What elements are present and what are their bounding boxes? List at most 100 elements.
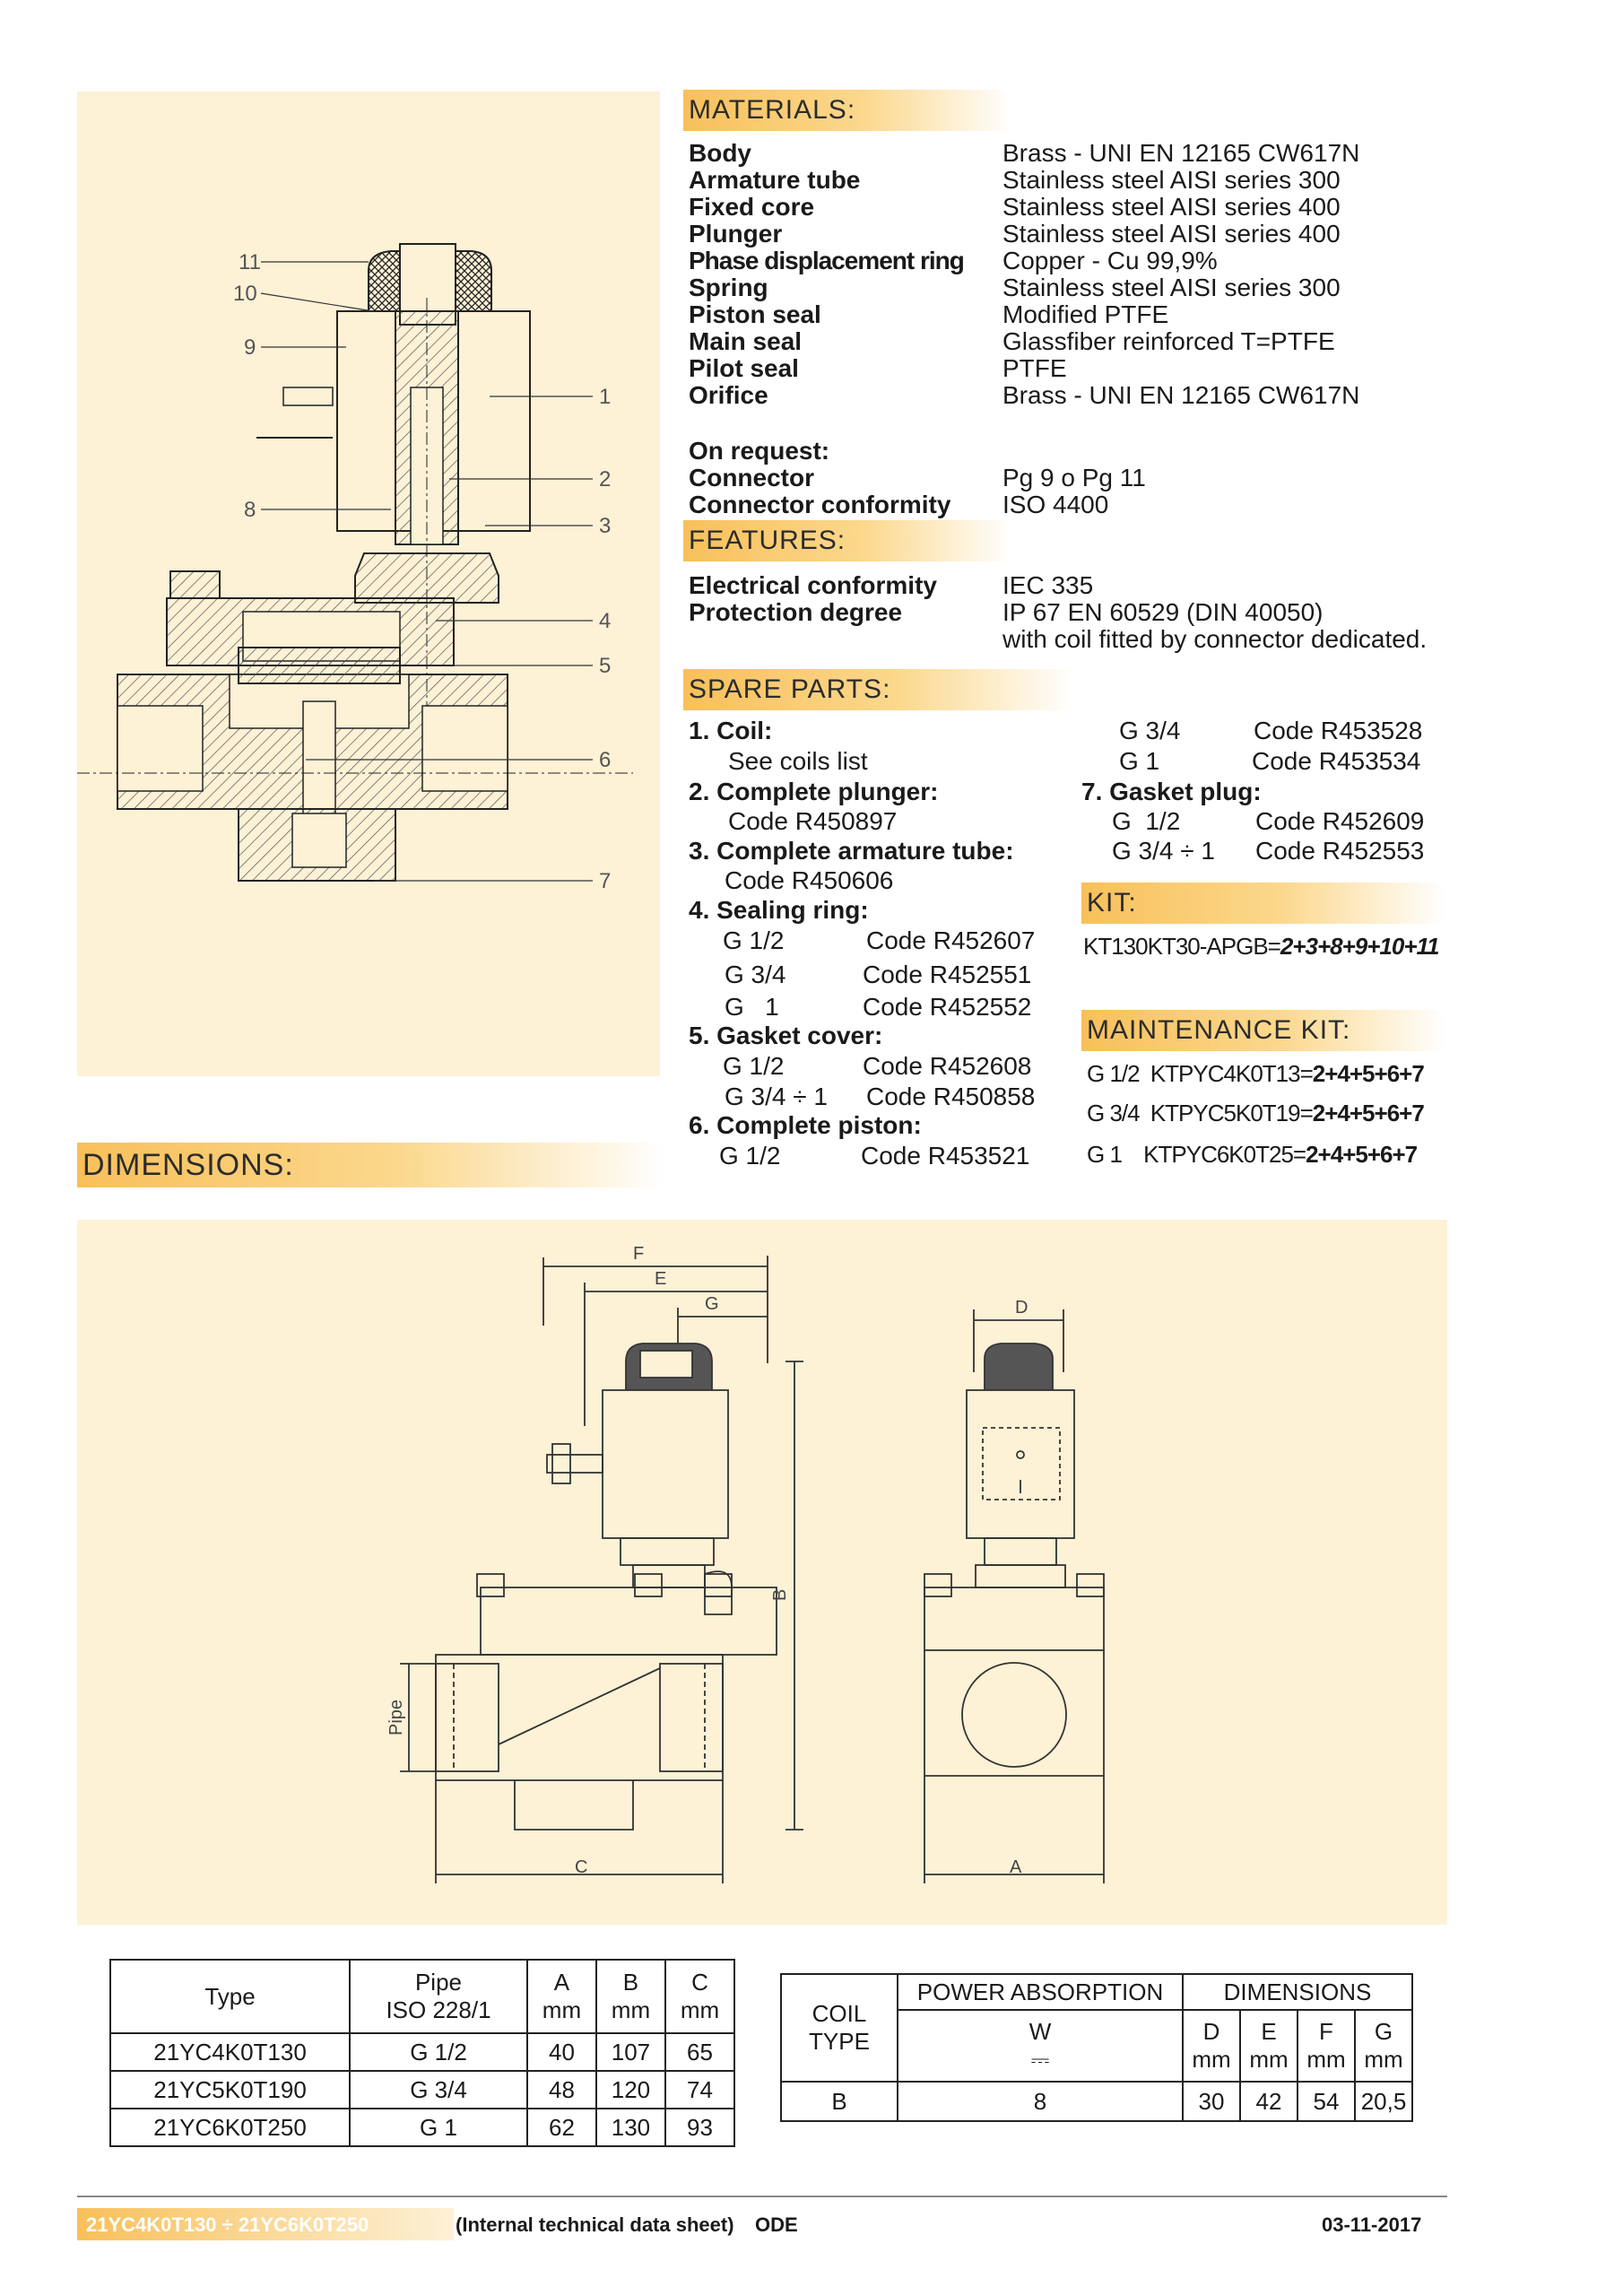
material-label: Piston seal <box>689 300 821 328</box>
footer-note: (Internal technical data sheet) <box>456 2213 734 2236</box>
footer-accent <box>77 2208 454 2240</box>
col-c: C mm <box>664 1959 736 2034</box>
material-value: Stainless steel AISI series 400 <box>1002 220 1341 248</box>
material-value: Stainless steel AISI series 400 <box>1002 193 1341 221</box>
dim-label-a: A <box>1010 1857 1022 1877</box>
col-coil-type: COIL TYPE <box>780 1973 898 2083</box>
pipe-cell: G 1/2 <box>349 2032 528 2072</box>
feature-value: IEC 335 <box>1002 571 1094 599</box>
material-label: Body <box>689 139 751 167</box>
col-type: Type <box>108 1959 352 2034</box>
material-value: Stainless steel AISI series 300 <box>1002 274 1341 301</box>
material-value: Copper - Cu 99,9% <box>1002 247 1218 274</box>
feature-value: IP 67 EN 60529 (DIN 40050) <box>1002 598 1324 626</box>
valve-section-drawing: 11 10 9 1 8 2 3 4 5 6 7 <box>77 243 633 893</box>
a-cell: 40 <box>525 2032 597 2072</box>
dim-g-cell: 20,5 <box>1354 2081 1413 2122</box>
table-row: B 8 30 42 54 20,5 <box>780 2081 1413 2122</box>
dim-e-header: E mm <box>1239 2009 1298 2083</box>
pipe-cell: G 3/4 <box>349 2070 528 2109</box>
material-value: Modified PTFE <box>1002 300 1169 328</box>
spare-coil-title: 1. Coil: <box>689 717 773 744</box>
spare-sealing-code: Code R452607 <box>866 926 1036 954</box>
kit-parts: 2+3+8+9+10+11 <box>1280 933 1440 960</box>
power-cell: 8 <box>897 2081 1184 2122</box>
spare-piston-size: G 1/2 <box>719 1142 781 1170</box>
material-value: Stainless steel AISI series 300 <box>1002 166 1341 194</box>
footer-code: ODE <box>755 2213 798 2236</box>
on-request-label: Connector <box>689 464 814 491</box>
material-value: PTFE <box>1002 354 1067 382</box>
material-label: Armature tube <box>689 166 861 194</box>
footer-date: 03-11-2017 <box>1322 2213 1422 2236</box>
maintenance-kit-size: G 1/2 <box>1087 1060 1141 1087</box>
material-value: Glassfiber reinforced T=PTFE <box>1002 327 1335 355</box>
maintenance-kit-row: G 1/2 KTPYC4K0T13=2+4+5+6+7 <box>1087 1060 1425 1088</box>
material-label: Fixed core <box>689 193 815 221</box>
on-request-value: Pg 9 o Pg 11 <box>1002 464 1146 491</box>
b-cell: 120 <box>595 2070 666 2109</box>
dim-label-pipe: Pipe <box>386 1700 406 1735</box>
spare-plunger-title: 2. Complete plunger: <box>689 778 939 805</box>
spare-plug-title: 7. Gasket plug: <box>1081 778 1262 805</box>
spare-plug-code: Code R452609 <box>1255 807 1425 835</box>
spare-piston-size: G 1 <box>1119 747 1160 775</box>
footer-model-range: 21YC4K0T130 ÷ 21YC6K0T250 <box>86 2213 369 2236</box>
material-label: Phase displacement ring <box>689 247 965 274</box>
dim-d-cell: 30 <box>1182 2081 1241 2122</box>
material-label: Main seal <box>689 327 803 355</box>
dim-label-e: E <box>655 1269 666 1289</box>
spare-gasket-cover-size: G 3/4 ÷ 1 <box>725 1083 828 1110</box>
on-request-title: On request: <box>689 437 830 465</box>
callout-7: 7 <box>599 869 611 893</box>
maintenance-kit-code: KTPYC6K0T25= <box>1143 1141 1306 1168</box>
type-dimensions-table: Type Pipe ISO 228/1 A mm B mm C mm 21YC4… <box>108 1959 736 2147</box>
material-label: Orifice <box>689 381 768 409</box>
a-cell: 62 <box>525 2108 597 2147</box>
dimensions-header: DIMENSIONS: <box>77 1143 665 1187</box>
dim-g-header: G mm <box>1354 2009 1413 2083</box>
material-value: Brass - UNI EN 12165 CW617N <box>1002 139 1360 167</box>
dim-e-cell: 42 <box>1239 2081 1298 2122</box>
on-request-value: ISO 4400 <box>1002 491 1109 518</box>
spare-tube-code: Code R450606 <box>725 866 894 894</box>
spare-sealing-title: 4. Sealing ring: <box>689 896 869 924</box>
spare-sealing-size: G 1 <box>725 993 779 1021</box>
spare-piston-code: Code R453528 <box>1254 717 1423 744</box>
pipe-cell: G 1 <box>349 2108 528 2147</box>
callout-5: 5 <box>599 654 611 678</box>
feature-label: Electrical conformity <box>689 571 937 599</box>
callout-10: 10 <box>233 282 257 306</box>
spare-gasket-cover-size: G 1/2 <box>723 1052 785 1080</box>
kit-code: KT130KT30-APGB=2+3+8+9+10+11 <box>1083 933 1440 961</box>
material-label: Pilot seal <box>689 354 799 382</box>
dc-symbol: ⎓ <box>1030 2045 1050 2073</box>
callout-4: 4 <box>599 609 611 633</box>
on-request-label: Connector conformity <box>689 491 951 518</box>
dim-f-cell: 54 <box>1297 2081 1356 2122</box>
c-cell: 74 <box>664 2070 736 2109</box>
footer-divider <box>77 2196 1447 2197</box>
callout-9: 9 <box>244 335 256 360</box>
spare-gasket-cover-title: 5. Gasket cover: <box>689 1022 883 1049</box>
features-header: FEATURES: <box>683 520 1011 561</box>
c-cell: 93 <box>664 2108 736 2147</box>
spare-parts-header: SPARE PARTS: <box>683 669 1074 710</box>
valve-dimension-drawing: F E G D B C A Pipe <box>386 1244 1105 1883</box>
materials-header: MATERIALS: <box>683 90 1011 131</box>
dim-label-f: F <box>633 1244 644 1264</box>
maintenance-kit-parts: 2+4+5+6+7 <box>1312 1060 1425 1087</box>
col-dimensions: DIMENSIONS <box>1182 1973 1413 2011</box>
maintenance-kit-parts: 2+4+5+6+7 <box>1312 1100 1425 1126</box>
dim-label-d: D <box>1015 1298 1028 1318</box>
spare-piston-code: Code R453534 <box>1252 747 1421 775</box>
feature-note: with coil fitted by connector dedicated. <box>1002 625 1428 653</box>
spare-sealing-code: Code R452552 <box>863 993 1032 1021</box>
kit-header: KIT: <box>1081 883 1445 924</box>
spare-plug-size: G 3/4 ÷ 1 <box>1112 837 1215 865</box>
spare-sealing-size: G 3/4 <box>725 961 786 988</box>
table-row: 21YC4K0T130 G 1/2 40 107 65 <box>108 2032 736 2072</box>
callout-3: 3 <box>599 514 611 538</box>
spare-plug-size: G 1/2 <box>1112 807 1181 835</box>
dim-d-header: D mm <box>1182 2009 1241 2083</box>
